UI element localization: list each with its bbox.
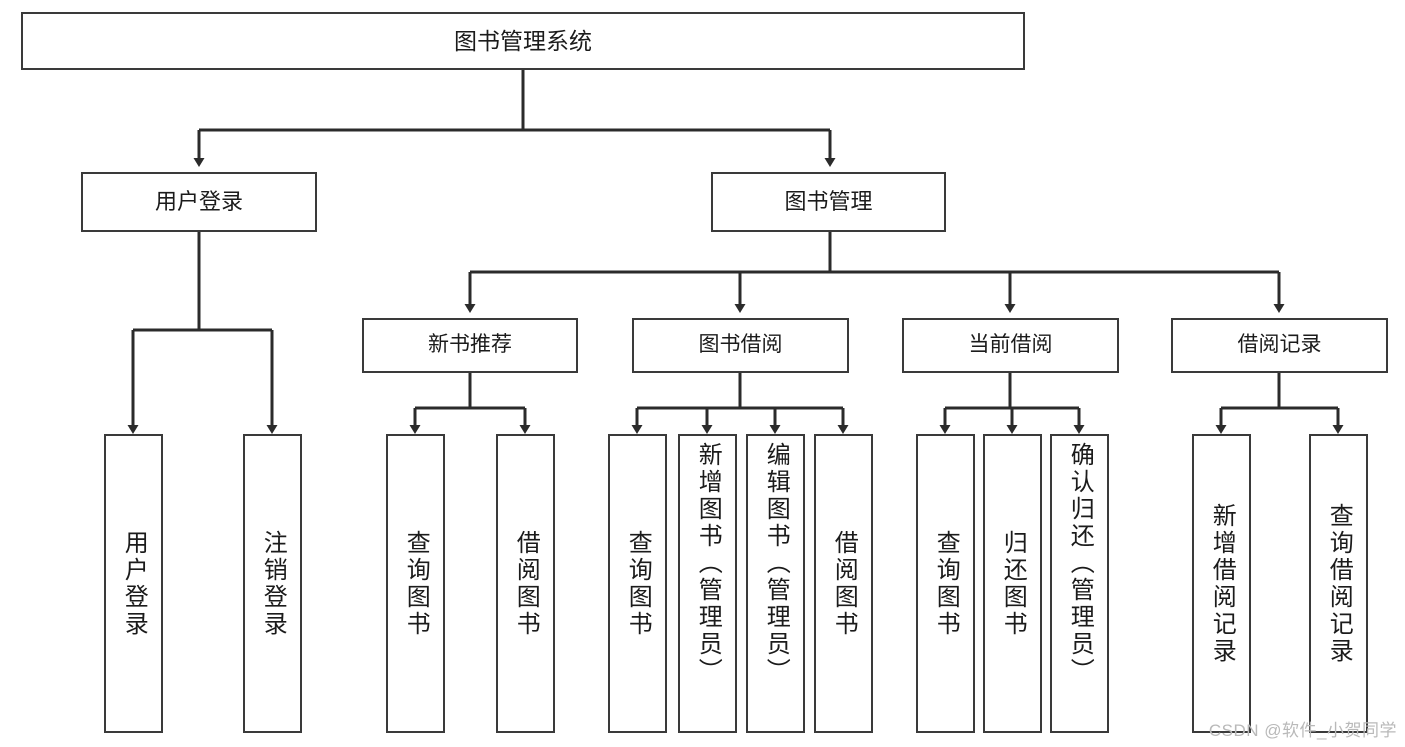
leaf-query-book-recommend[interactable]: 查询图书 — [386, 434, 445, 733]
node-new-book-recommend[interactable]: 新书推荐 — [362, 318, 578, 373]
leaf-confirm-return-admin[interactable]: 确认归还（管理员） — [1050, 434, 1109, 733]
leaf-query-book-current[interactable]: 查询图书 — [916, 434, 975, 733]
leaf-borrow-book[interactable]: 借阅图书 — [814, 434, 873, 733]
node-label: 新书推荐 — [428, 333, 512, 357]
leaf-label: 归还图书 — [999, 529, 1027, 638]
node-label: 图书管理系统 — [454, 27, 592, 54]
leaf-label: 新增图书（管理员） — [694, 442, 722, 685]
leaf-label: 查询图书 — [402, 529, 430, 638]
leaf-label: 查询借阅记录 — [1325, 502, 1353, 665]
node-label: 当前借阅 — [968, 333, 1053, 357]
node-book-management[interactable]: 图书管理 — [711, 172, 946, 232]
leaf-label: 借阅图书 — [830, 529, 858, 638]
leaf-query-book-borrow[interactable]: 查询图书 — [608, 434, 667, 733]
leaf-label: 用户登录 — [120, 529, 148, 638]
node-label: 图书管理 — [784, 189, 873, 215]
node-label: 用户登录 — [154, 189, 243, 215]
leaf-add-book-admin[interactable]: 新增图书（管理员） — [678, 434, 737, 733]
node-book-borrow[interactable]: 图书借阅 — [632, 318, 849, 373]
node-user-login[interactable]: 用户登录 — [81, 172, 317, 232]
leaf-label: 查询图书 — [932, 529, 960, 638]
leaf-label: 确认归还（管理员） — [1066, 442, 1094, 685]
node-current-borrow[interactable]: 当前借阅 — [902, 318, 1119, 373]
leaf-label: 借阅图书 — [512, 529, 540, 638]
leaf-label: 注销登录 — [259, 529, 287, 638]
node-label: 图书借阅 — [698, 333, 783, 357]
leaf-return-book[interactable]: 归还图书 — [983, 434, 1042, 733]
node-root-book-management-system[interactable]: 图书管理系统 — [21, 12, 1025, 70]
leaf-add-borrow-record[interactable]: 新增借阅记录 — [1192, 434, 1251, 733]
leaf-label: 编辑图书（管理员） — [762, 442, 790, 685]
leaf-user-login[interactable]: 用户登录 — [104, 434, 163, 733]
leaf-query-borrow-record[interactable]: 查询借阅记录 — [1309, 434, 1368, 733]
leaf-label: 查询图书 — [624, 529, 652, 638]
leaf-logout[interactable]: 注销登录 — [243, 434, 302, 733]
leaf-borrow-book-recommend[interactable]: 借阅图书 — [496, 434, 555, 733]
leaf-edit-book-admin[interactable]: 编辑图书（管理员） — [746, 434, 805, 733]
node-label: 借阅记录 — [1237, 333, 1322, 357]
leaf-label: 新增借阅记录 — [1208, 502, 1236, 665]
node-borrow-record[interactable]: 借阅记录 — [1171, 318, 1388, 373]
